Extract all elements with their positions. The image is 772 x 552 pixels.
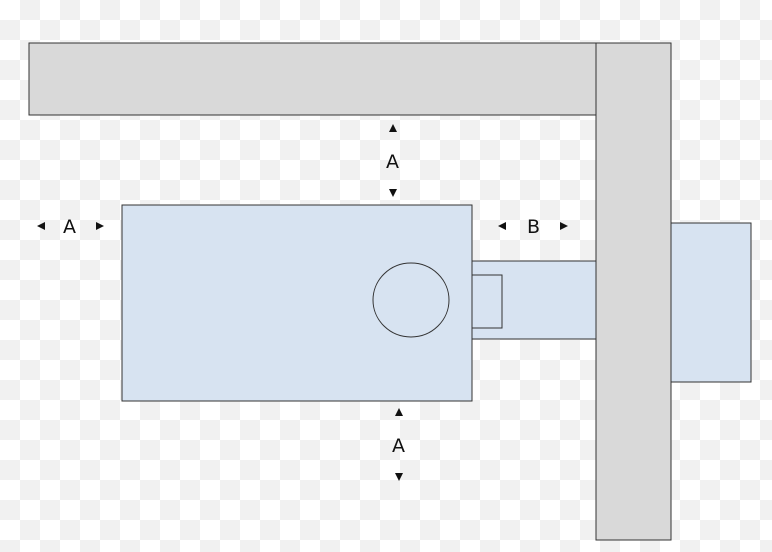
- left-clearance-marker: A: [37, 216, 104, 238]
- right-clearance-label: B: [527, 216, 540, 238]
- bottom-clearance-label: A: [392, 435, 405, 457]
- left-arrow-icon: [498, 222, 506, 230]
- outside-box: [670, 222, 752, 383]
- down-arrow-icon: [395, 473, 403, 481]
- up-arrow-icon: [389, 124, 397, 132]
- right-arrow-icon: [96, 222, 104, 230]
- top-clearance-label: A: [386, 151, 399, 173]
- unit-circle: [372, 262, 450, 338]
- connector-flange: [471, 274, 503, 329]
- bottom-clearance-marker: A: [392, 408, 405, 481]
- left-clearance-label: A: [63, 216, 76, 238]
- down-arrow-icon: [389, 189, 397, 197]
- left-arrow-icon: [37, 222, 45, 230]
- right-wall: [595, 42, 672, 541]
- right-arrow-icon: [560, 222, 568, 230]
- right-clearance-marker: B: [498, 216, 568, 238]
- top-clearance-marker: A: [386, 124, 399, 197]
- top-wall: [28, 42, 598, 116]
- up-arrow-icon: [395, 408, 403, 416]
